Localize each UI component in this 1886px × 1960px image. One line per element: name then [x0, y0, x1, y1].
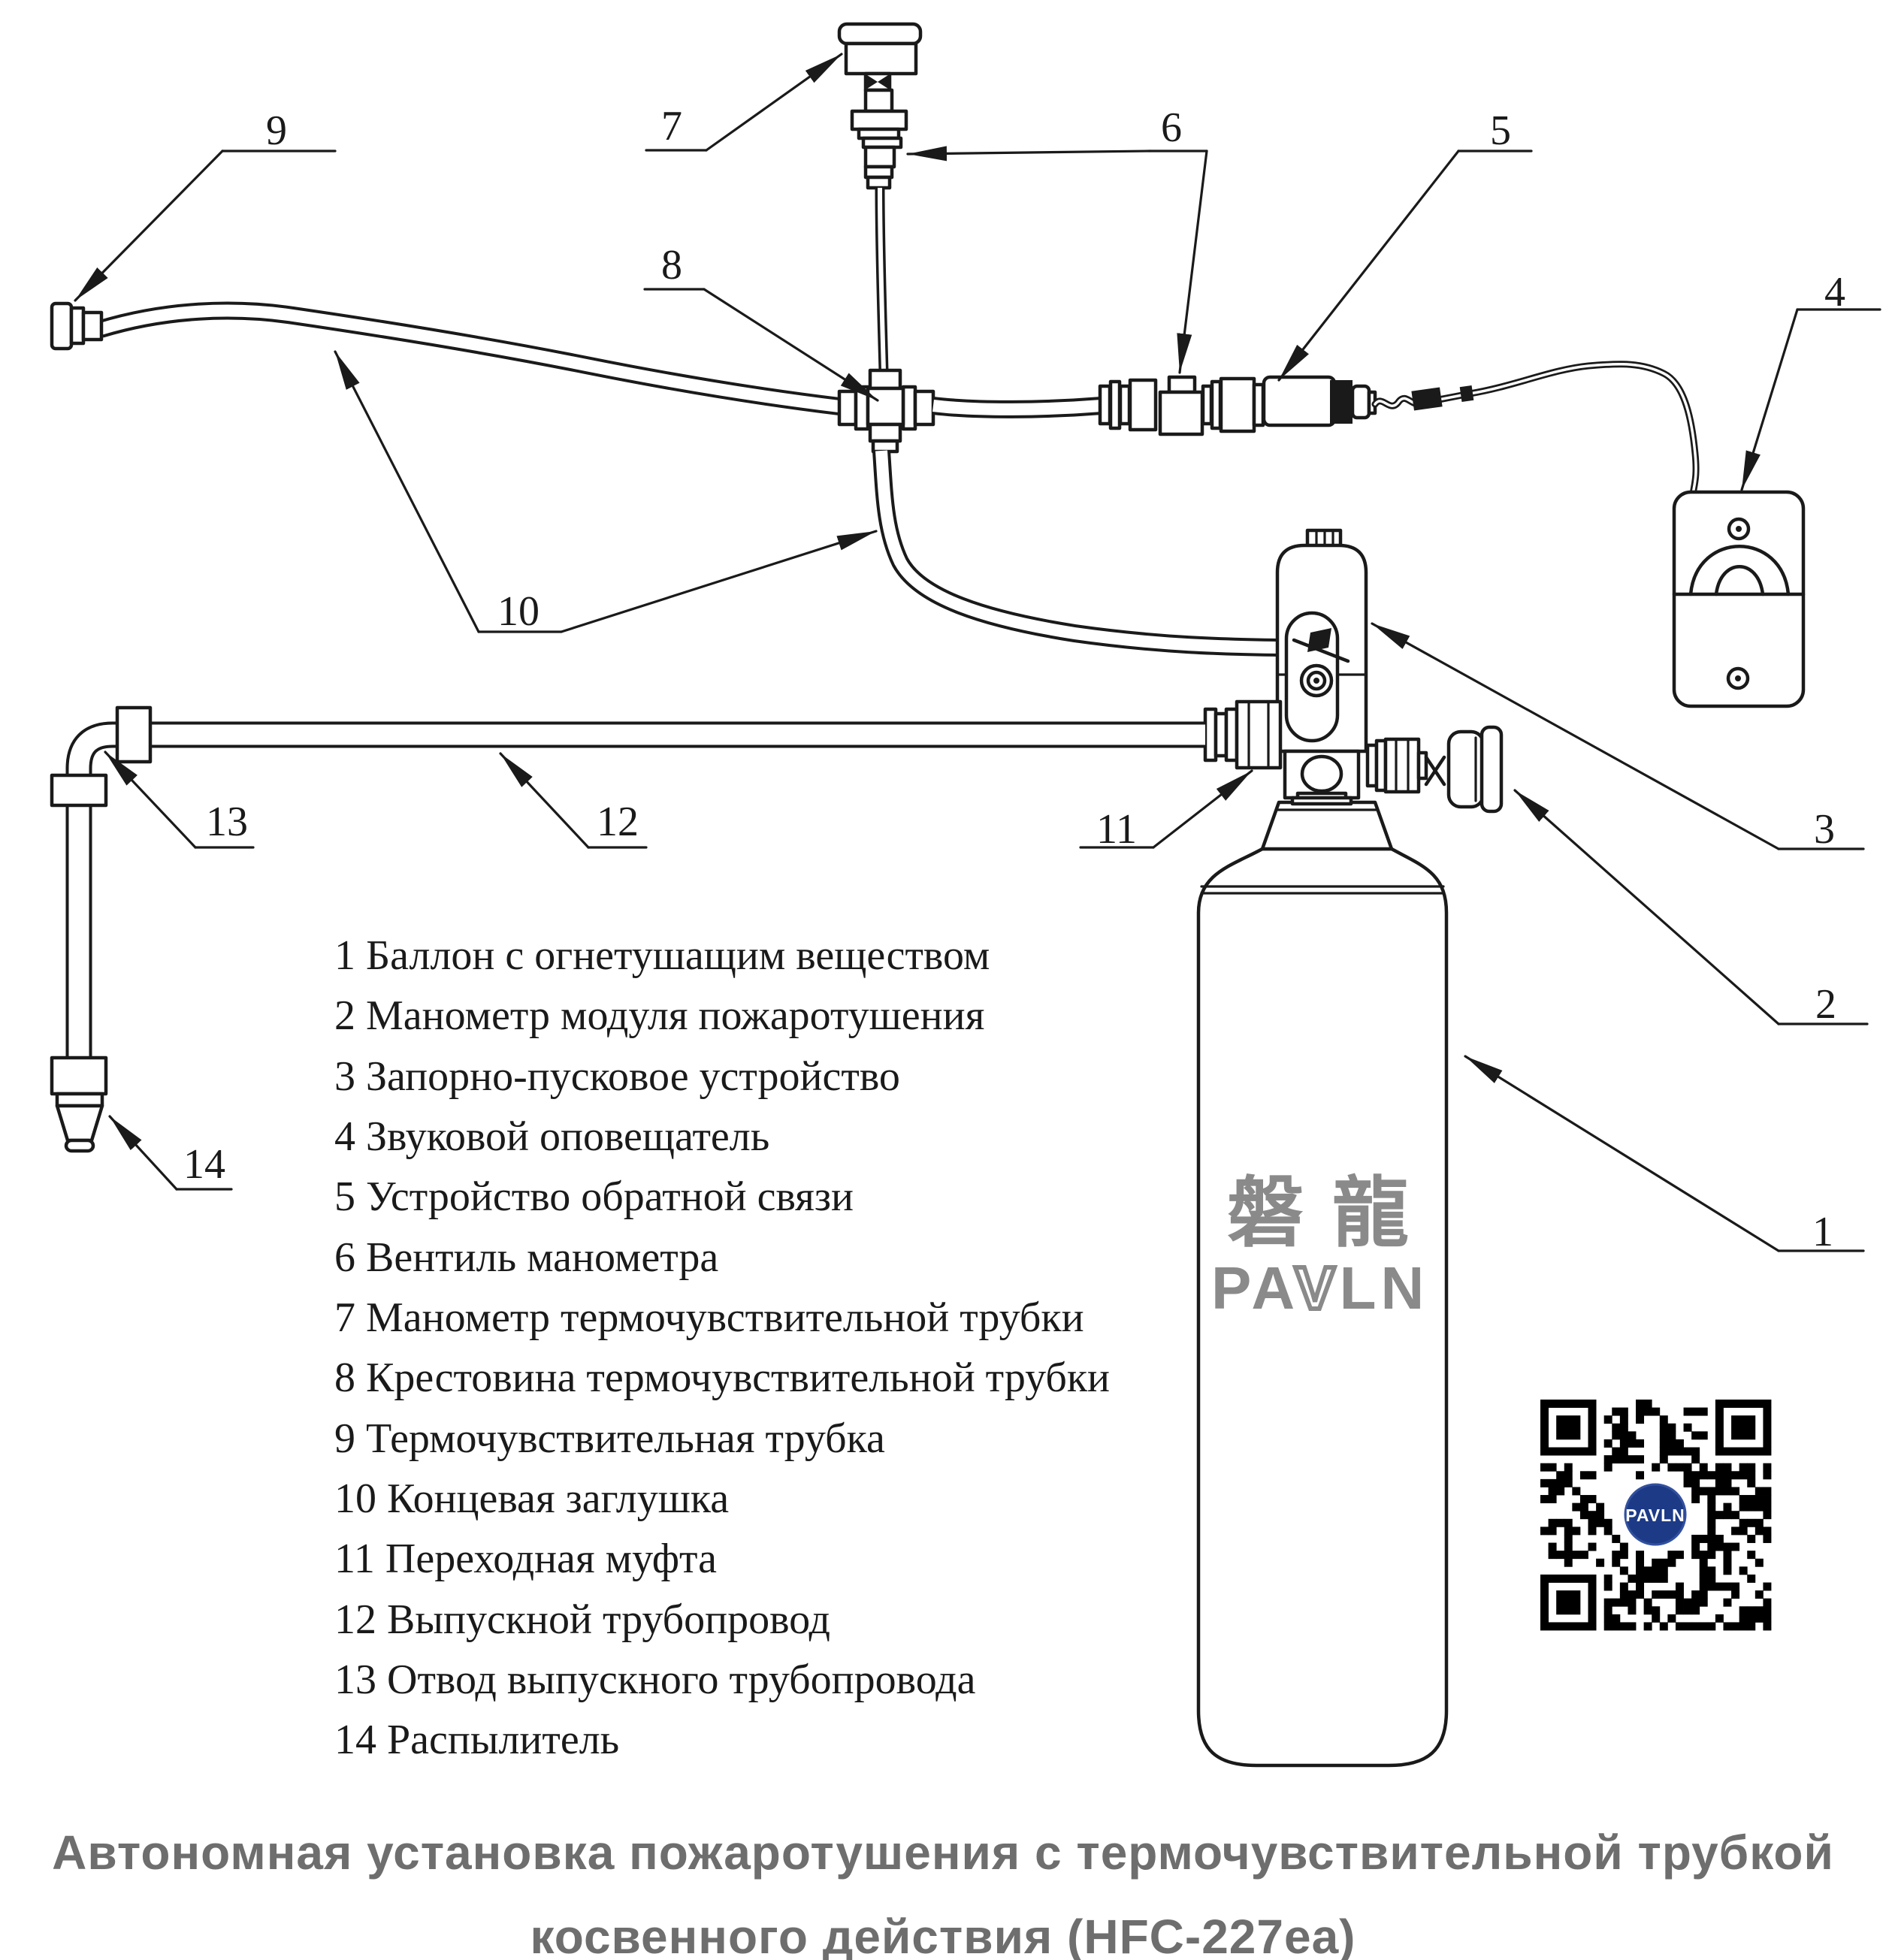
tube-cross-to-valve [872, 450, 1278, 657]
callout-numbers: 1 2 3 4 5 6 7 8 9 10 11 12 13 14 [183, 103, 1845, 1255]
callout-12: 12 [597, 799, 639, 845]
callout-7: 7 [661, 103, 682, 149]
tube-cross-to-chain [932, 397, 1102, 418]
feedback-device [1219, 375, 1377, 433]
qr-code: PAVLN [1540, 1400, 1772, 1631]
module-gauge-port [1365, 737, 1446, 794]
callout-leaders [74, 53, 1881, 1252]
callout-2: 2 [1815, 981, 1836, 1028]
callout-5: 5 [1490, 107, 1511, 154]
callout-1: 1 [1812, 1209, 1833, 1255]
callout-6: 6 [1161, 104, 1182, 151]
inline-gauge-valve [1098, 375, 1223, 436]
callout-3: 3 [1814, 806, 1835, 853]
end-cap [50, 301, 104, 351]
callout-10: 10 [497, 588, 540, 635]
legend-item: 9 Термочувствительная трубка [334, 1415, 885, 1462]
brand-logo-latin: PAVLN [1211, 1255, 1428, 1321]
discharge-pipe [65, 721, 1205, 1059]
legend-item: 5 Устройство обратной связи [334, 1173, 854, 1220]
title-line-1: Автономная установка пожаротушения с тер… [52, 1826, 1834, 1880]
legend-item: 4 Звуковой оповещатель [334, 1113, 769, 1160]
legend-item: 8 Крестовина термочувствительной трубки [334, 1354, 1110, 1401]
thermo-tube-gauge [837, 22, 923, 113]
sound-alarm [1672, 490, 1806, 708]
legend-item: 7 Манометр термочувствительной трубки [334, 1294, 1084, 1341]
qr-center-label: PAVLN [1625, 1505, 1685, 1525]
brand-logo-hanzi: 磐龍 [1227, 1169, 1437, 1258]
callout-9: 9 [266, 107, 287, 154]
callout-11: 11 [1096, 806, 1137, 853]
alarm-wire [1371, 361, 1700, 498]
page-title: Автономная установка пожаротушения с тер… [52, 1826, 1834, 1960]
legend: 1 Баллон с огнетушащим веществом 2 Маном… [334, 932, 1110, 1763]
legend-item: 12 Выпускной трубопровод [334, 1596, 830, 1643]
cylinder-body [1196, 847, 1449, 1768]
callout-8: 8 [661, 242, 682, 288]
cylinder-shoulder-seam [1200, 885, 1445, 895]
callout-14: 14 [183, 1141, 225, 1188]
callout-4: 4 [1824, 269, 1845, 316]
adapter-coupling [1203, 699, 1283, 770]
legend-item: 3 Запорно-пусковое устройство [334, 1053, 900, 1100]
legend-item: 13 Отвод выпускного трубопровода [334, 1656, 976, 1703]
callout-13: 13 [206, 799, 248, 845]
legend-item: 14 Распылитель [334, 1717, 619, 1763]
legend-item: 2 Манометр модуля пожаротушения [334, 992, 984, 1039]
legend-item: 6 Вентиль манометра [334, 1234, 718, 1281]
module-gauge [1446, 725, 1504, 814]
cross-fitting [837, 368, 935, 454]
heat-sensitive-tube [98, 301, 841, 415]
legend-item: 10 Концевая заглушка [334, 1475, 729, 1522]
sprayer [50, 1056, 108, 1153]
legend-item: 1 Баллон с огнетушащим веществом [334, 932, 990, 979]
cylinder [1196, 800, 1449, 1768]
legend-item: 11 Переходная муфта [334, 1536, 717, 1582]
release-valve [1275, 528, 1368, 806]
brand-logo: 磐龍 PAVLN [1211, 1169, 1437, 1324]
gauge-valve [850, 109, 908, 190]
title-line-2: косвенного действия (HFC-227ea) [530, 1910, 1356, 1960]
gauge-stem-tube [875, 187, 889, 372]
pipe-elbow-fittings [50, 705, 153, 808]
